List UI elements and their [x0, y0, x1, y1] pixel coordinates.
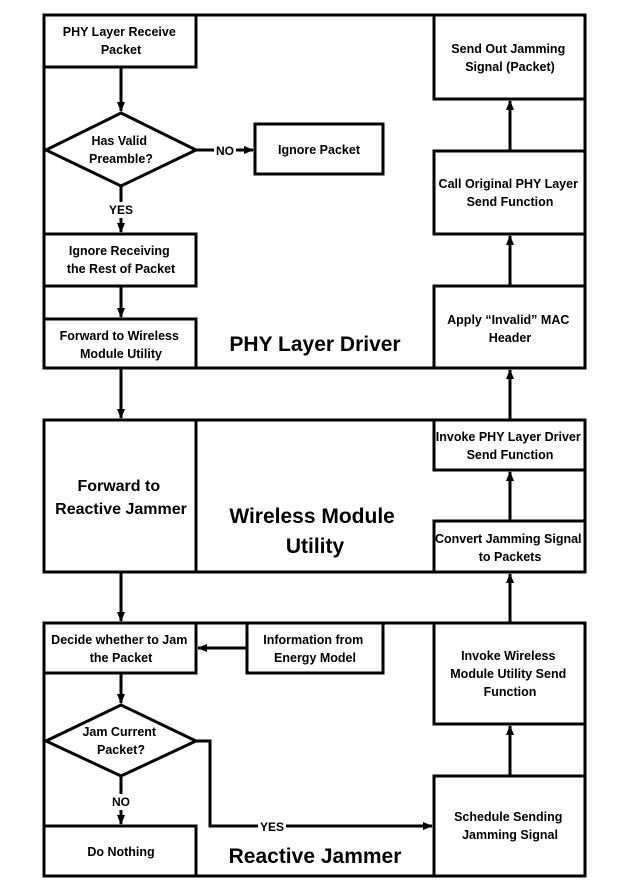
phy-receive-box	[42, 13, 198, 69]
no-nothing-label: NO	[112, 795, 130, 809]
no-ignore-label: NO	[216, 144, 234, 158]
convert-jamming-line-2: to Packets	[479, 550, 542, 564]
forward-wireless-line-1: Forward to Wireless	[60, 329, 179, 343]
yes-schedule-label: YES	[260, 820, 284, 834]
jam-current-line-2: Packet?	[97, 743, 145, 757]
invoke-phy-send-label: Invoke PHY Layer Driver Send Function	[436, 430, 584, 462]
schedule-sending-line-1: Schedule Sending	[454, 810, 562, 824]
do-nothing-label: Do Nothing	[87, 845, 154, 859]
invoke-wireless-send-line-2: Module Utility Send	[450, 667, 566, 681]
send-out-jamming-box	[432, 13, 587, 101]
forward-wireless-line-2: Module Utility	[80, 347, 162, 361]
ignore-packet-line-1: Ignore Packet	[278, 143, 361, 157]
valid-preamble-line-1: Has Valid	[91, 134, 147, 148]
send-out-jamming-line-2: Signal (Packet)	[465, 60, 555, 74]
edge-jam-current-to-schedule	[196, 739, 433, 830]
call-original-phy-label: Call Original PHY Layer Send Function	[439, 177, 582, 209]
invoke-wireless-send-line-3: Function	[484, 685, 537, 699]
decide-jam-line-1: Decide whether to Jam	[51, 633, 187, 647]
convert-jamming-line-1: Convert Jamming Signal	[435, 532, 582, 546]
yes-schedule-label-bg	[258, 818, 286, 834]
yes-ignore-rest-label: YES	[109, 203, 133, 217]
ignore-packet-label: Ignore Packet	[278, 143, 361, 157]
forward-wireless-label: Forward to Wireless Module Utility	[60, 329, 183, 361]
apply-invalid-mac-line-2: Header	[489, 331, 532, 345]
wireless-utility-line-1: Wireless Module	[229, 505, 395, 528]
do-nothing-line-1: Do Nothing	[87, 845, 154, 859]
energy-model-line-2: Energy Model	[274, 651, 356, 665]
apply-invalid-mac-line-1: Apply “Invalid” MAC	[447, 313, 569, 327]
invoke-phy-send-box	[432, 418, 587, 472]
decide-jam-label: Decide whether to Jam the Packet	[51, 633, 191, 665]
call-original-phy-box	[432, 149, 587, 236]
ignore-rest-label: Ignore Receiving the Rest of Packet	[67, 244, 176, 276]
forward-reactive-line-2: Reactive Jammer	[55, 501, 187, 518]
wireless-utility-section-label: Wireless Module Utility	[229, 505, 400, 558]
jam-current-diamond	[42, 703, 200, 778]
invoke-wireless-send-line-1: Invoke Wireless	[461, 649, 555, 663]
ignore-packet-box	[253, 122, 385, 176]
energy-model-line-1: Information from	[263, 633, 363, 647]
decide-jam-box	[42, 621, 198, 675]
invoke-wireless-send-label: Invoke Wireless Module Utility Send Func…	[450, 649, 569, 699]
send-out-jamming-line-1: Send Out Jamming	[451, 42, 565, 56]
valid-preamble-diamond	[42, 111, 200, 188]
convert-jamming-box	[432, 519, 587, 574]
forward-reactive-label: Forward to Reactive Jammer	[55, 478, 187, 518]
invoke-wireless-send-box	[432, 621, 587, 726]
schedule-sending-line-2: Jamming Signal	[462, 828, 558, 842]
jam-current-line-1: Jam Current	[82, 725, 156, 739]
no-ignore-label-bg	[214, 142, 236, 158]
wireless-utility-line-2: Utility	[286, 535, 345, 558]
valid-preamble-label: Has Valid Preamble?	[89, 134, 153, 166]
energy-model-box	[245, 621, 385, 675]
jam-current-label: Jam Current Packet?	[82, 725, 159, 757]
ignore-rest-line-1: Ignore Receiving	[69, 244, 170, 258]
invoke-phy-send-line-2: Send Function	[467, 448, 554, 462]
schedule-sending-label: Schedule Sending Jamming Signal	[454, 810, 566, 842]
apply-invalid-mac-label: Apply “Invalid” MAC Header	[447, 313, 573, 345]
no-nothing-label-bg	[110, 794, 132, 810]
call-original-phy-line-1: Call Original PHY Layer	[439, 177, 579, 191]
phy-receive-line-2: Packet	[101, 43, 142, 57]
call-original-phy-line-2: Send Function	[467, 195, 554, 209]
forward-reactive-line-1: Forward to	[77, 478, 160, 495]
reactive-jammer-section-label: Reactive Jammer	[229, 845, 402, 868]
yes-ignore-rest-label-bg	[107, 202, 135, 218]
convert-jamming-label: Convert Jamming Signal to Packets	[435, 532, 585, 564]
invoke-phy-send-line-1: Invoke PHY Layer Driver	[436, 430, 581, 444]
phy-driver-section-label: PHY Layer Driver	[229, 333, 400, 356]
apply-invalid-mac-box	[432, 284, 587, 370]
do-nothing-box	[42, 824, 198, 878]
schedule-sending-box	[432, 774, 587, 878]
phy-receive-label: PHY Layer Receive Packet	[63, 25, 180, 57]
ignore-rest-line-2: the Rest of Packet	[67, 262, 176, 276]
phy-receive-line-1: PHY Layer Receive	[63, 25, 176, 39]
decide-jam-line-2: the Packet	[90, 651, 153, 665]
forward-reactive-box	[42, 418, 198, 574]
ignore-rest-box	[42, 232, 198, 288]
energy-model-label: Information from Energy Model	[263, 633, 366, 665]
valid-preamble-line-2: Preamble?	[89, 152, 153, 166]
send-out-jamming-label: Send Out Jamming Signal (Packet)	[451, 42, 568, 74]
